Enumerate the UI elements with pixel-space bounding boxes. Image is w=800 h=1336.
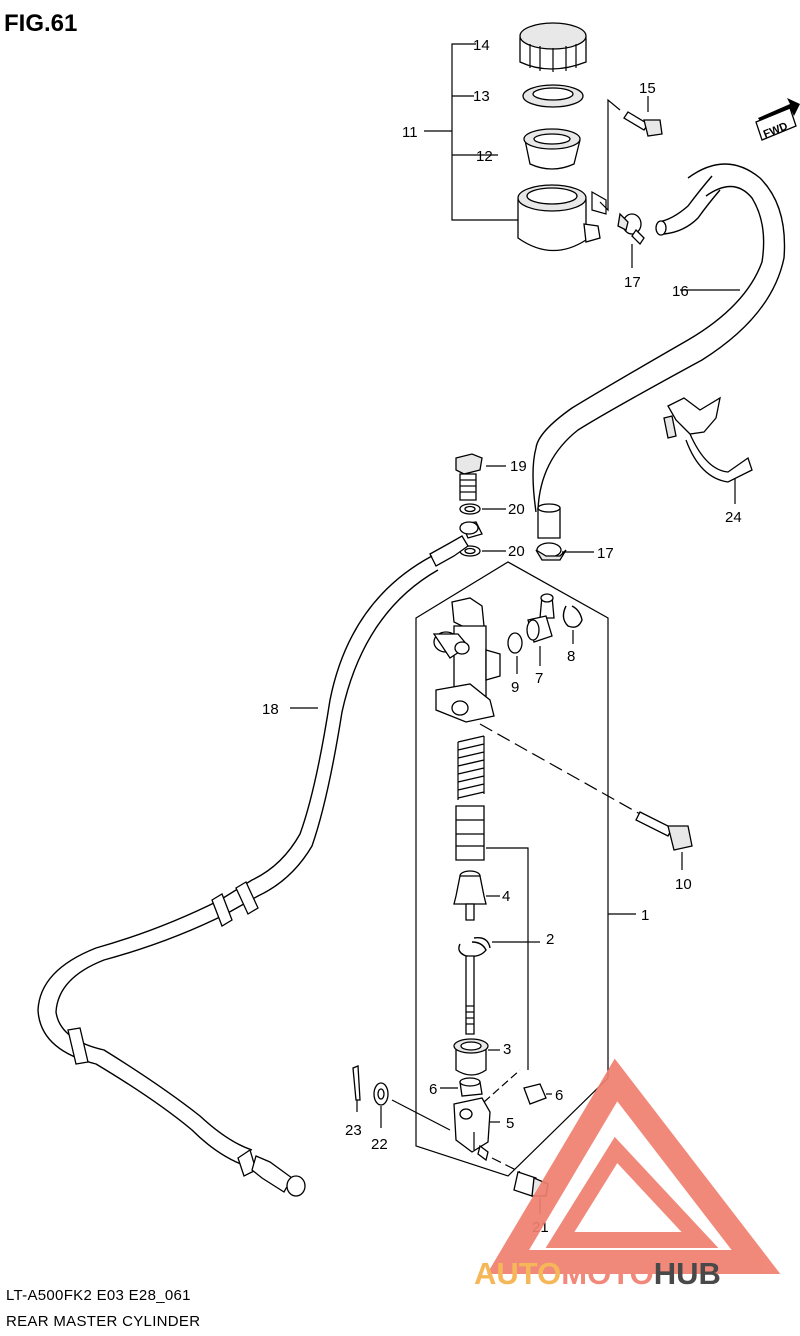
- callout-19: 19: [510, 458, 527, 475]
- master-cylinder-assembly: 1 10 7: [415, 561, 693, 1177]
- hose-clamp-bracket: 24: [663, 396, 753, 526]
- callout-20-upper: 20: [508, 501, 525, 518]
- retainer: 3: [453, 1038, 511, 1076]
- callout-4: 4: [502, 888, 510, 905]
- callout-8: 8: [567, 648, 575, 665]
- callout-6-left: 6: [429, 1081, 437, 1098]
- hose-clamp-lower: 17: [535, 542, 614, 562]
- watermark-text: AUTOMOTOHUB: [474, 1256, 721, 1291]
- callout-2: 2: [546, 931, 554, 948]
- callout-6-right: 6: [555, 1087, 563, 1104]
- reservoir-screw: [623, 96, 663, 137]
- return-spring: [457, 735, 485, 800]
- callout-18: 18: [262, 701, 279, 718]
- callout-9: 9: [511, 679, 519, 696]
- diaphragm-plate: [522, 84, 584, 108]
- piston-cup: [455, 805, 529, 1070]
- callout-3: 3: [503, 1041, 511, 1058]
- watermark-logo: AUTOMOTOHUB: [474, 1058, 781, 1291]
- callout-5: 5: [506, 1115, 514, 1132]
- dust-boot: 4: [453, 870, 510, 921]
- mounting-bolt: 10: [635, 811, 693, 893]
- watermark-triangle-inner: [545, 1136, 719, 1248]
- watermark-triangle-outer: [486, 1058, 781, 1274]
- footer-model-line: LT-A500FK2 E03 E28_061: [6, 1287, 191, 1304]
- lock-nut-right: 6: [483, 1069, 563, 1105]
- callout-15: 15: [639, 80, 656, 97]
- lock-nut-left: 6: [429, 1077, 483, 1098]
- brake-hose: 18: [37, 521, 483, 1197]
- callout-1: 1: [641, 907, 649, 924]
- fwd-arrow-badge: FWD: [755, 98, 800, 141]
- hose-fitting: 7: [526, 593, 555, 687]
- callout-23: 23: [345, 1122, 362, 1139]
- callout-12: 12: [476, 148, 493, 165]
- reservoir-cap: [519, 22, 587, 72]
- callout-20-lower: 20: [508, 543, 525, 560]
- hose-clamp-upper: 17: [617, 212, 645, 291]
- callout-17-upper: 17: [624, 274, 641, 291]
- reservoir-hose: 16: [532, 163, 786, 539]
- callout-22: 22: [371, 1136, 388, 1153]
- circlip-rod: 2: [458, 931, 554, 958]
- clevis: 5: [453, 1097, 514, 1162]
- figure-title: FIG.61: [4, 10, 77, 37]
- callout-17-lower: 17: [597, 545, 614, 562]
- circlip-upper: 8: [562, 605, 583, 665]
- push-rod: [465, 955, 475, 1035]
- callout-10: 10: [675, 876, 692, 893]
- callout-16: 16: [672, 283, 689, 300]
- diaphragm: [523, 128, 581, 170]
- cotter-pin: 23: [345, 1065, 362, 1139]
- cylinder-body: [432, 597, 501, 723]
- reservoir-body: [517, 184, 607, 252]
- callout-14: 14: [473, 37, 490, 54]
- callout-24: 24: [725, 509, 742, 526]
- callout-11: 11: [402, 124, 418, 141]
- callout-13: 13: [473, 88, 490, 105]
- o-ring: 9: [507, 632, 523, 696]
- reservoir-group: 14 13 12 11 15: [402, 22, 663, 252]
- footer-name-line: REAR MASTER CYLINDER: [6, 1313, 200, 1330]
- plain-washer: 22: [371, 1082, 451, 1153]
- callout-7: 7: [535, 670, 543, 687]
